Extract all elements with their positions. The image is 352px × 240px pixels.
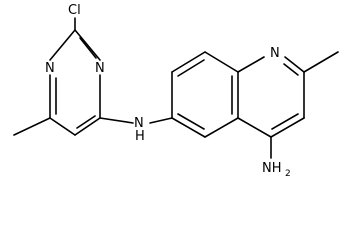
bond-q8a-n1 xyxy=(237,56,265,73)
bond-c6-nh xyxy=(99,117,134,124)
bond-q7-q8 xyxy=(171,51,206,73)
atom-n-quinoline: N xyxy=(270,46,280,61)
atom-n-linker: N xyxy=(134,116,144,131)
bond-q8-q8a xyxy=(204,51,239,73)
bond-c2-n3 xyxy=(49,29,76,61)
atom-amino-n: NH xyxy=(262,161,282,176)
structure-canvas: Cl N N N H N NH 2 xyxy=(13,3,339,179)
quinoline-benzo-ring xyxy=(171,51,239,138)
atom-n-pyrimidine-left: N xyxy=(45,61,55,76)
atom-n-pyrimidine-right: N xyxy=(95,61,105,76)
pyrimidine-ring xyxy=(49,29,101,136)
atom-h-linker: H xyxy=(135,129,145,144)
bond-c2-n1-inner xyxy=(79,37,97,59)
bond-q4a-q5 xyxy=(204,117,239,138)
atom-amino-subscript: 2 xyxy=(285,169,291,179)
bond-c2-n1 xyxy=(74,29,101,61)
bond-c5-c6-inner xyxy=(76,115,96,129)
bond-n1-q2-inner xyxy=(283,63,299,76)
molecule-drawing: Cl N N N H N NH 2 xyxy=(13,3,339,179)
bond-methyl-pyrimidine xyxy=(13,117,51,136)
bond-q5-q6 xyxy=(171,117,206,138)
bond-n1-q2 xyxy=(284,56,305,73)
bond-q7-q8-inner xyxy=(177,59,205,77)
bond-q4-q4a xyxy=(237,117,272,138)
bond-c4-c5 xyxy=(49,117,76,136)
quinoline-pyridine-ring xyxy=(237,56,305,138)
atom-chlorine: Cl xyxy=(68,3,81,18)
bond-q5-q6-inner xyxy=(177,113,205,130)
bond-q3-q4 xyxy=(270,117,305,138)
bond-c5-c6 xyxy=(74,117,101,136)
bond-q3-q4-inner xyxy=(271,113,299,130)
bond-methyl-quinoline xyxy=(303,51,339,73)
bond-nh-quinoline xyxy=(149,117,173,124)
